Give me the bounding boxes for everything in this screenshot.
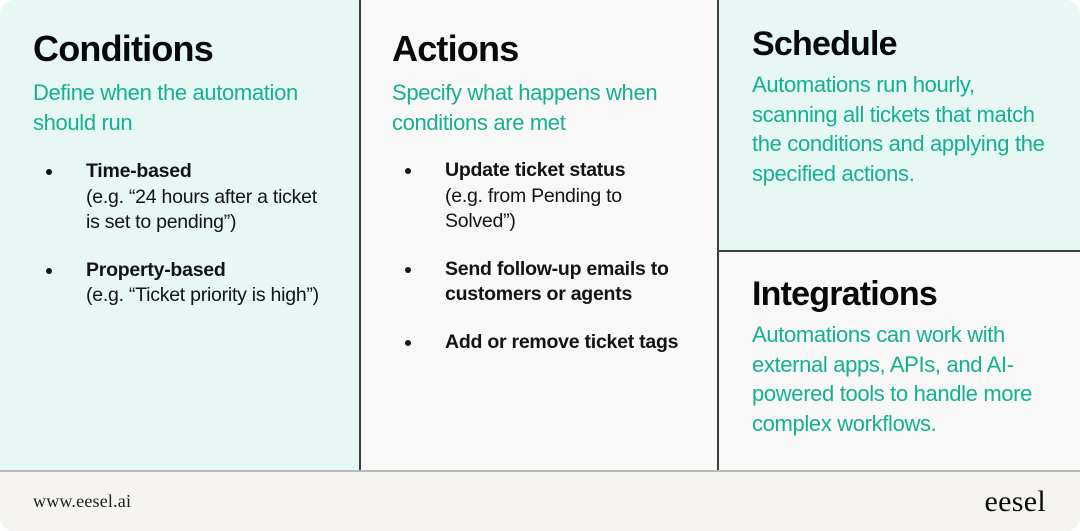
bullet-sub: (e.g. “24 hours after a ticket is set to… [86,185,317,234]
panel-actions-bullet-list: Update ticket status (e.g. from Pending … [392,158,691,355]
list-item: Update ticket status (e.g. from Pending … [392,158,691,235]
panel-integrations-title: Integrations [752,275,938,313]
bullet-lead: Add or remove ticket tags [445,330,679,353]
bullet-dot-icon [405,168,411,174]
panel-conditions: Conditions Define when the automation sh… [0,0,361,470]
panel-actions: Actions Specify what happens when condit… [361,0,719,470]
bullet-dot-icon [46,267,52,274]
panel-grid: Conditions Define when the automation sh… [0,0,1080,470]
bullet-lead: Update ticket status [445,159,626,181]
brand-logo: eesel [984,484,1046,518]
panel-conditions-title: Conditions [33,28,214,69]
panel-conditions-bullet-list: Time-based (e.g. “24 hours after a ticke… [33,159,333,309]
footer-website-url: www.eesel.ai [33,491,132,511]
panel-actions-subtitle: Specify what happens when conditions are… [392,80,658,135]
panel-conditions-subtitle: Define when the automation should run [33,80,298,135]
panel-right-column: Schedule Automations run hourly, scannin… [719,0,1080,470]
panel-integrations: Integrations Automations can work with e… [719,252,1080,470]
bullet-lead: Time-based [86,160,192,182]
panel-schedule-title: Schedule [752,25,898,63]
bullet-sub: (e.g. from Pending to Solved”) [445,184,622,233]
panel-integrations-content: Integrations Automations can work with e… [719,252,1080,438]
panel-schedule-content: Schedule Automations run hourly, scannin… [719,0,1080,188]
list-item: Property-based (e.g. “Ticket priority is… [33,258,333,309]
bullet-dot-icon [46,169,52,175]
bullet-dot-icon [405,266,411,273]
list-item: Send follow-up emails to customers or ag… [392,257,691,308]
panel-schedule-subtitle: Automations run hourly, scanning all tic… [752,72,1045,186]
bullet-sub: (e.g. “Ticket priority is high”) [86,284,319,306]
panel-integrations-subtitle: Automations can work with external apps,… [752,322,1033,436]
panel-actions-title: Actions [392,28,519,69]
bullet-lead: Property-based [86,258,226,281]
list-item: Add or remove ticket tags [392,330,691,356]
panel-actions-content: Actions Specify what happens when condit… [361,0,717,355]
bullet-dot-icon [405,339,411,346]
bullet-lead: Send follow-up emails to customers or ag… [445,257,669,306]
panel-schedule: Schedule Automations run hourly, scannin… [719,0,1080,252]
footer-bar: www.eesel.ai eesel [0,470,1080,531]
list-item: Time-based (e.g. “24 hours after a ticke… [33,159,333,236]
panel-conditions-content: Conditions Define when the automation sh… [0,0,359,309]
